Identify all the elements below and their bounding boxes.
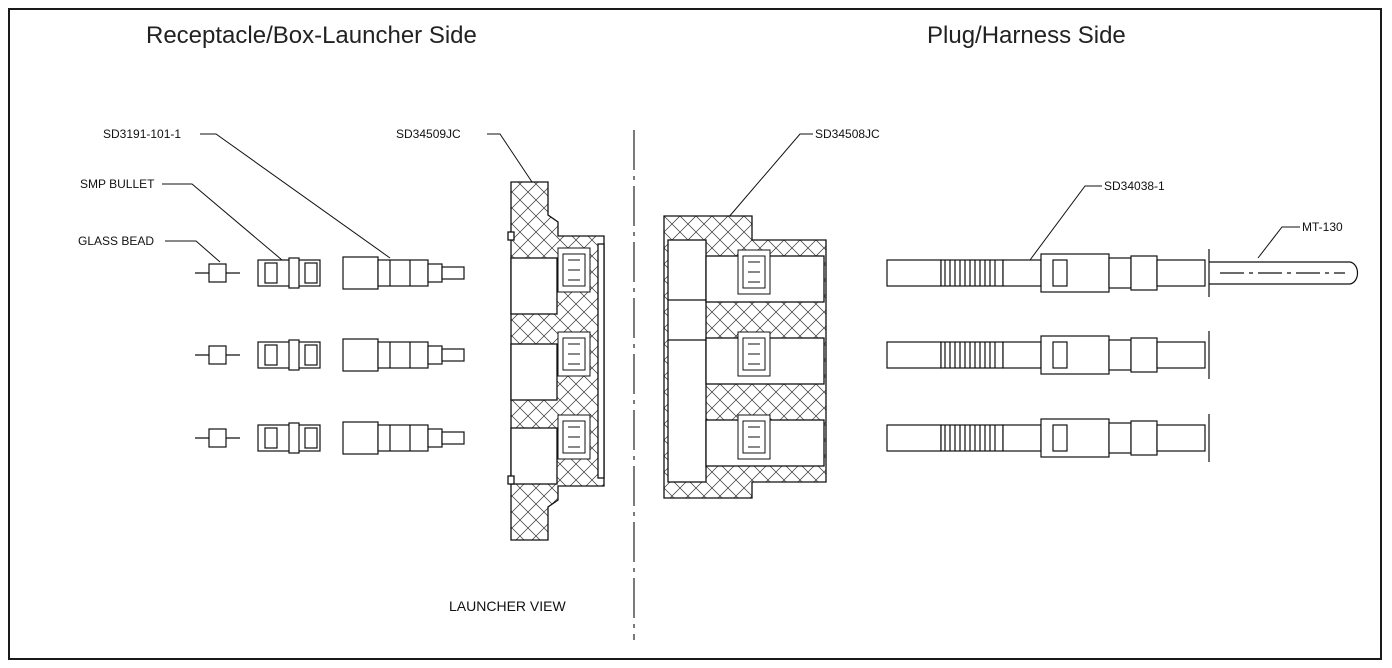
launcher-view-label: LAUNCHER VIEW bbox=[449, 598, 566, 614]
receptacle-components bbox=[195, 256, 465, 455]
contact-insert-2 bbox=[557, 331, 591, 377]
harness-row-1 bbox=[886, 249, 1359, 297]
receptacle-row-3 bbox=[195, 421, 465, 455]
leader-mt130 bbox=[1257, 226, 1300, 259]
plug-side-heading: Plug/Harness Side bbox=[927, 22, 1126, 49]
contact-insert-4 bbox=[737, 249, 771, 295]
contact-insert-5 bbox=[737, 331, 771, 377]
leader-sd34509 bbox=[487, 133, 533, 183]
leader-sd34508 bbox=[727, 133, 813, 219]
sheet-border bbox=[8, 8, 1382, 660]
callout-mt130: MT-130 bbox=[1302, 220, 1343, 234]
contact-inserts bbox=[557, 247, 771, 460]
contact-insert-1 bbox=[557, 247, 591, 293]
callout-sd34509: SD34509JC bbox=[396, 127, 461, 141]
leader-glass-bead bbox=[165, 240, 221, 263]
leader-sd34038 bbox=[1029, 185, 1102, 261]
leader-sd3191 bbox=[200, 133, 391, 259]
harness-row-2 bbox=[886, 331, 1210, 379]
callout-glass-bead: GLASS BEAD bbox=[78, 234, 155, 248]
receptacle-row-2 bbox=[195, 338, 465, 372]
contact-insert-3 bbox=[557, 414, 591, 460]
leader-lines bbox=[162, 133, 1300, 263]
callout-sd3191: SD3191-101-1 bbox=[103, 127, 182, 141]
harness-components bbox=[886, 249, 1359, 462]
receptacle-row-1 bbox=[195, 256, 465, 290]
callout-sd34038: SD34038-1 bbox=[1104, 179, 1165, 193]
harness-row-3 bbox=[886, 414, 1210, 462]
callout-sd34508: SD34508JC bbox=[815, 127, 880, 141]
leader-smp-bullet bbox=[162, 183, 283, 261]
callout-smp-bullet: SMP BULLET bbox=[80, 177, 155, 191]
receptacle-side-heading: Receptacle/Box-Launcher Side bbox=[146, 22, 477, 49]
contact-insert-6 bbox=[737, 414, 771, 460]
